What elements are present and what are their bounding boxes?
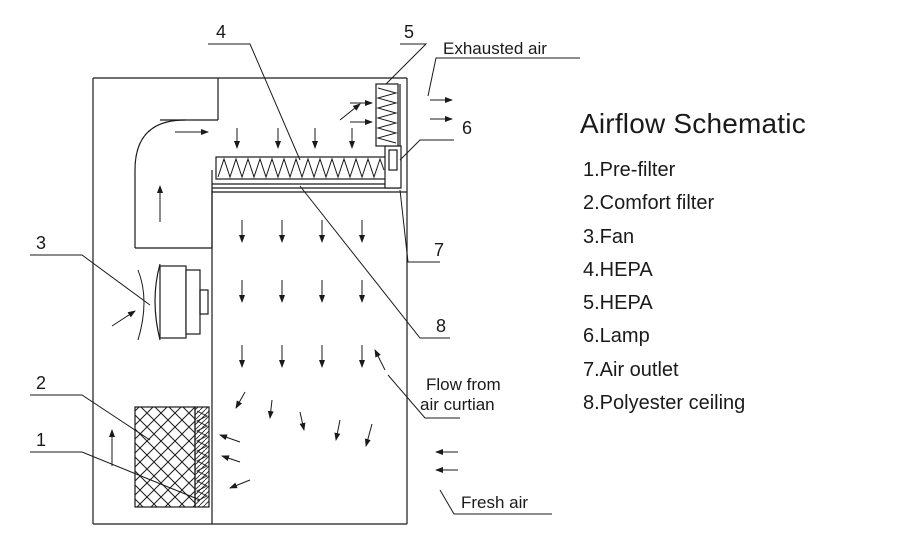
fan (137, 263, 209, 341)
airflow-arrows (109, 97, 458, 489)
legend-item-fan: 3.Fan (583, 225, 635, 248)
callout-4: 4 (216, 22, 226, 42)
curtain-label-line2: air curtian (420, 395, 495, 414)
legend-list: 1.Pre-filter 2.Comfort filter 3.Fan 4.HE… (583, 154, 806, 420)
legend-item-hepa-exhaust: 5.HEPA (583, 292, 653, 315)
curtain-label-line1: Flow from (426, 375, 501, 394)
hepa-filter-exhaust (375, 83, 401, 147)
legend-item-polyester-ceiling: 8.Polyester ceiling (583, 392, 746, 415)
legend-item-pre-filter: 1.Pre-filter (583, 159, 676, 181)
legend-item-lamp: 6.Lamp (583, 325, 650, 348)
callout-8: 8 (436, 316, 446, 336)
hepa-filter-main (212, 156, 400, 189)
air-duct (134, 119, 213, 249)
lamp (384, 145, 402, 189)
callout-labels: 1 2 3 4 5 6 7 8 (36, 22, 472, 450)
legend-item-air-outlet: 7.Air outlet (583, 358, 679, 381)
legend-item-hepa: 4.HEPA (583, 258, 653, 281)
fresh-air-label: Fresh air (461, 493, 528, 512)
legend-title: Airflow Schematic (580, 108, 806, 139)
legend: Airflow Schematic 1.Pre-filter 2.Comfort… (580, 108, 806, 420)
callout-1: 1 (36, 430, 46, 450)
pre-filter (194, 406, 210, 508)
callout-6: 6 (462, 118, 472, 138)
callout-3: 3 (36, 233, 46, 253)
comfort-filter (134, 406, 196, 508)
callout-2: 2 (36, 373, 46, 393)
exhausted-air-label: Exhausted air (443, 39, 547, 58)
legend-item-comfort-filter: 2.Comfort filter (583, 192, 715, 215)
callout-5: 5 (404, 22, 414, 42)
callout-leaders (30, 43, 580, 515)
callout-7: 7 (434, 240, 444, 260)
